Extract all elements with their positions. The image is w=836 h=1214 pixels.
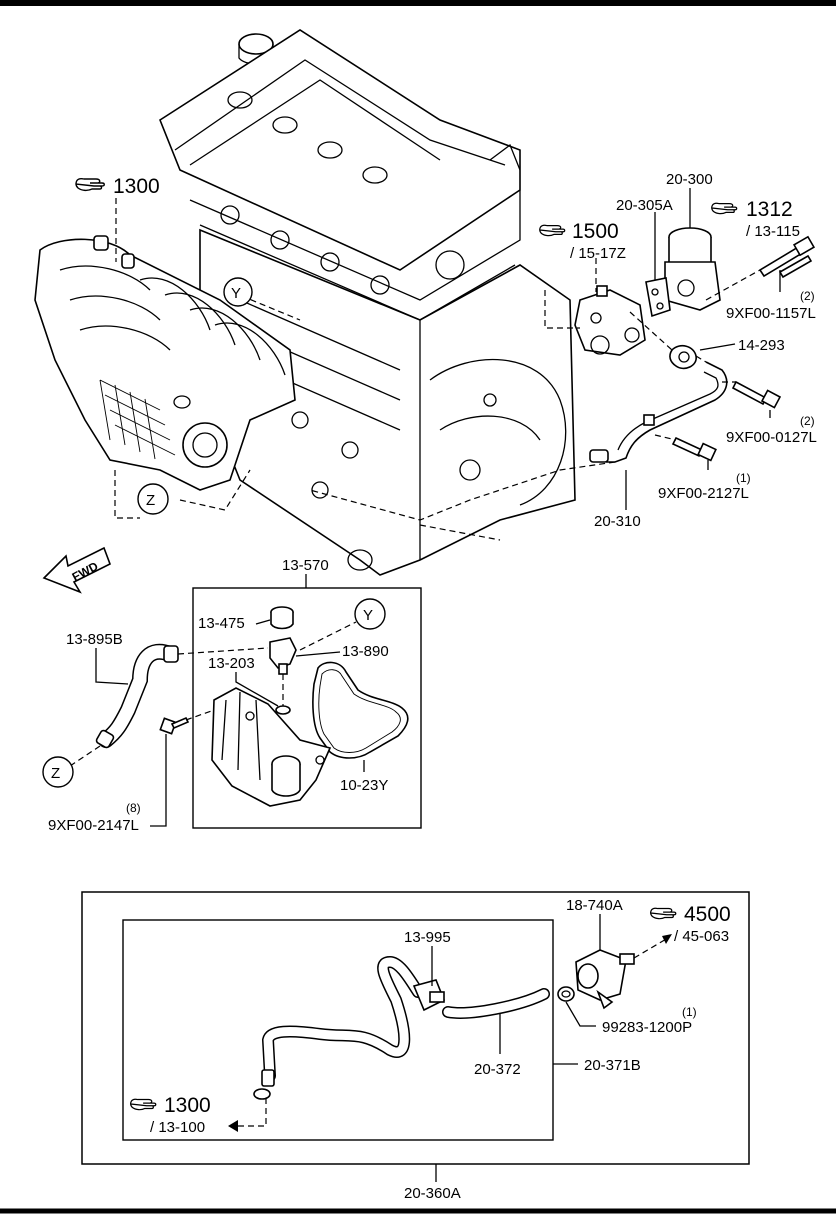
pointing-hand-icon — [75, 177, 105, 192]
gasket-10-23y — [312, 661, 409, 759]
svg-text:Y: Y — [231, 285, 241, 302]
ref-1500-sub[interactable]: / 15-17Z — [570, 245, 626, 262]
engine-label-leaders — [625, 188, 781, 510]
bolt-9xf00-2147l-label[interactable]: 9XF00-2147L — [48, 817, 139, 834]
part-13-570-label[interactable]: 13-570 — [282, 557, 329, 574]
leader-z-detail — [69, 745, 101, 767]
clip-99283-1200p — [557, 986, 575, 1002]
part-20-310-label[interactable]: 20-310 — [594, 513, 641, 530]
hose-20-372 — [253, 955, 550, 1100]
bolt-9xf00-1157l — [758, 235, 816, 279]
leader-13-895b — [95, 648, 129, 685]
ref-1300-top[interactable]: 1300 — [113, 175, 160, 198]
bolt-1157-qty: (2) — [800, 289, 815, 303]
part-14-293-label[interactable]: 14-293 — [738, 337, 785, 354]
bolt-9xf00-2147l — [159, 716, 190, 735]
part-13-203-label[interactable]: 13-203 — [208, 655, 255, 672]
bolt-9xf00-1157l-label[interactable]: 9XF00-1157L — [726, 305, 816, 322]
water-outlet-fitting — [574, 285, 646, 356]
ref-1312-sub[interactable]: / 13-115 — [746, 223, 800, 240]
bolt-2147-qty: (8) — [126, 801, 141, 815]
ref-1300-bottom-sub[interactable]: / 13-100 — [150, 1119, 205, 1136]
gasket-14-293 — [669, 344, 697, 370]
leader-y-detail — [299, 621, 357, 651]
oil-separator-13-570 — [211, 687, 332, 807]
purge-solenoid-18-740a — [575, 949, 635, 1010]
bolt-2127-qty: (1) — [736, 471, 751, 485]
leader-2147 — [150, 734, 167, 827]
part-20-372-label[interactable]: 20-372 — [474, 1061, 521, 1078]
bolt-9xf00-0127l — [731, 380, 782, 409]
arrowhead — [662, 934, 672, 944]
part-20-300-label[interactable]: 20-300 — [666, 171, 713, 188]
svg-text:Z: Z — [51, 765, 60, 782]
part-13-995-label[interactable]: 13-995 — [404, 929, 451, 946]
leader-1200p — [565, 1001, 596, 1027]
part-20-305a-label[interactable]: 20-305A — [616, 197, 673, 214]
clip-1200-qty: (1) — [682, 1005, 697, 1019]
leader-13-475 — [255, 619, 271, 625]
purge-hose-inner-box — [122, 919, 554, 1141]
svg-text:Z: Z — [146, 492, 155, 509]
part-20-360a-label[interactable]: 20-360A — [404, 1185, 461, 1202]
ref-4500-sub[interactable]: / 45-063 — [674, 928, 729, 945]
ref-1312[interactable]: 1312 — [746, 198, 793, 221]
leader-hose-to-1300 — [236, 1098, 267, 1127]
callout-y-detail: Y — [354, 598, 386, 630]
leader-bolt-2147-to-body — [185, 709, 215, 721]
pointing-hand-icon — [539, 224, 566, 237]
hose-13-895b — [95, 643, 179, 749]
leader-13-890 — [295, 651, 341, 657]
arrowhead — [228, 1120, 238, 1132]
part-10-23y-label[interactable]: 10-23Y — [340, 777, 388, 794]
engine-block-illustration — [159, 29, 576, 576]
callout-z-engine: Z — [137, 483, 169, 515]
bolt-9xf00-2127l — [671, 436, 717, 462]
egr-pipe-20-310 — [589, 361, 728, 463]
bolt-9xf00-0127l-label[interactable]: 9XF00-0127L — [726, 429, 817, 446]
leader-13-203 — [235, 672, 279, 707]
purge-hose-outer-box — [81, 891, 750, 1165]
egr-valve-20-300 — [645, 227, 721, 318]
ref-1300-bottom[interactable]: 1300 — [164, 1094, 211, 1117]
clip-99283-1200p-label[interactable]: 99283-1200P — [602, 1019, 692, 1036]
ref-4500[interactable]: 4500 — [684, 903, 731, 926]
pointing-hand-icon — [711, 202, 738, 215]
cap-13-475 — [270, 606, 294, 630]
o-ring-13-203 — [275, 705, 291, 715]
ref-1500[interactable]: 1500 — [572, 220, 619, 243]
callout-y-engine: Y — [223, 277, 253, 307]
leader-hose-to-pcv — [177, 647, 269, 655]
fwd-arrow-icon: FWD — [42, 546, 112, 594]
check-valve-13-995 — [412, 979, 446, 1012]
intake-manifold-illustration — [34, 235, 296, 491]
part-20-371b-label[interactable]: 20-371B — [584, 1057, 641, 1074]
bolt-9xf00-2127l-label[interactable]: 9XF00-2127L — [658, 485, 749, 502]
pcv-valve-13-890 — [269, 637, 297, 675]
part-13-890-label[interactable]: 13-890 — [342, 643, 389, 660]
pointing-hand-icon — [130, 1098, 157, 1111]
bolt-0127-qty: (2) — [800, 414, 815, 428]
leader-solenoid-to-4500 — [633, 937, 669, 959]
part-18-740a-label[interactable]: 18-740A — [566, 897, 623, 914]
pointing-hand-icon — [650, 907, 677, 920]
callout-z-detail: Z — [42, 756, 74, 788]
part-13-895b-label[interactable]: 13-895B — [66, 631, 123, 648]
oil-separator-detail-box — [192, 587, 422, 829]
part-13-475-label[interactable]: 13-475 — [198, 615, 245, 632]
svg-text:Y: Y — [363, 607, 373, 624]
